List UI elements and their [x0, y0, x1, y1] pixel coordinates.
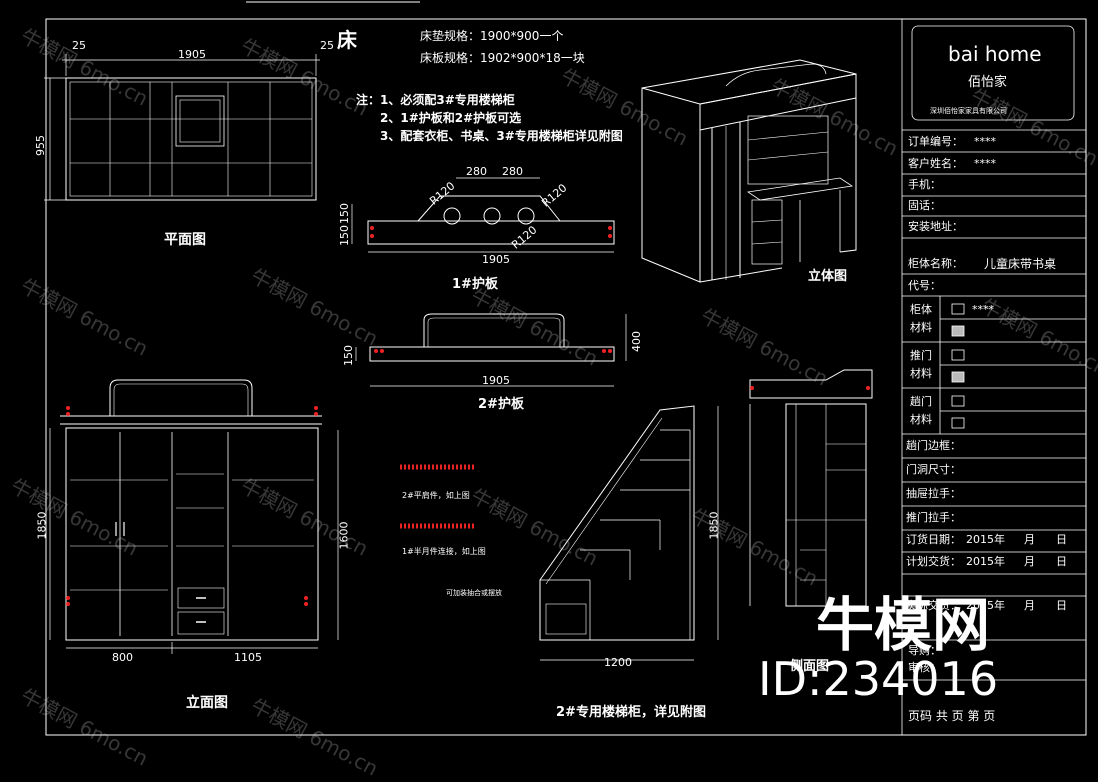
plan-title: 平面图 — [164, 232, 206, 248]
tb-date-month-0: 月 — [1024, 533, 1035, 546]
tb-value-5: 儿童床带书桌 — [984, 257, 1057, 271]
tb-row2-3: 推门拉手： — [906, 511, 961, 524]
title-block — [901, 18, 1087, 736]
tb-value-1: **** — [974, 157, 996, 170]
bed-note-3: 3、配套衣柜、书桌、3#专用楼梯柜详见附图 — [380, 129, 623, 143]
plan-dim-left: 25 — [72, 39, 86, 52]
guard2-title: 2#护板 — [478, 397, 524, 412]
iso-view — [641, 59, 857, 283]
elevation-dim-height: 1850 — [35, 511, 49, 540]
guide-label: 导购： — [908, 644, 941, 657]
stairs-title: 2#专用楼梯柜，详见附图 — [556, 705, 706, 720]
bed-mattress-spec: 床垫规格：1900*900一个 — [420, 29, 564, 43]
tb-date-day-0: 日 — [1056, 533, 1067, 546]
stairs-dim-height: 1850 — [707, 511, 721, 540]
tb-date-year-0: 2015年 — [966, 533, 1005, 546]
plan-view — [44, 54, 320, 201]
tb-date-month-1: 月 — [1024, 555, 1035, 568]
guard1-dim-len: 1905 — [482, 253, 510, 266]
elevation-dim-left: 800 — [112, 651, 133, 664]
brand-name: 佰怡家 — [968, 75, 1008, 90]
tb-material-label1-1: 推门 — [910, 349, 932, 362]
tb-row2-0: 趟门边框： — [906, 439, 961, 452]
elevation-dim-inner: 1600 — [337, 521, 351, 550]
tb-label-3: 固话： — [908, 199, 941, 212]
hardware-note-2: 1#半月件连接，如上图 — [402, 547, 486, 556]
tb-date-label-0: 订货日期： — [906, 533, 961, 546]
tb-date-label-1: 计划交货： — [906, 555, 961, 568]
guard2-dim-len: 1905 — [482, 374, 510, 387]
elevation-dim-right: 1105 — [234, 651, 262, 664]
tb-material-label2-1: 材料 — [910, 367, 932, 380]
plan-dim-width: 1905 — [178, 48, 206, 61]
tb-label-0: 订单编号： — [908, 135, 963, 148]
tb-date-day-2: 日 — [1056, 599, 1067, 612]
guard1-view — [351, 177, 615, 253]
tb-label-5: 柜体名称： — [908, 257, 963, 270]
page-footer: 页码 共 页 第 页 — [908, 709, 996, 723]
guard1-dim-h1: 150 — [338, 203, 351, 224]
company-name: 深圳佰怡家家具有限公司 — [930, 107, 1007, 115]
tb-label-4: 安装地址： — [908, 220, 963, 233]
guard1-dim-h2: 150 — [338, 225, 351, 246]
hardware-parts — [400, 464, 476, 529]
stairs-view — [539, 405, 719, 661]
bed-note-1: 注：1、必须配3#专用楼梯柜 — [356, 93, 515, 107]
elevation-view — [49, 379, 339, 654]
tb-material-label2-0: 材料 — [910, 321, 932, 334]
tb-value-0: **** — [974, 135, 996, 148]
side-title: 侧面图 — [790, 659, 830, 674]
plan-dim-right: 25 — [320, 39, 334, 52]
guard1-dim-2: 280 — [502, 165, 523, 178]
guard2-dim-total: 400 — [630, 331, 643, 352]
bed-title: 床 — [337, 28, 357, 52]
tb-material-val-0: **** — [972, 303, 994, 316]
guard1-markers — [370, 226, 612, 238]
tb-date-day-1: 日 — [1056, 555, 1067, 568]
tb-material-label1-2: 趟门 — [910, 395, 932, 408]
side-view — [749, 369, 873, 607]
plan-dim-depth: 955 — [34, 135, 47, 156]
cad-drawing — [44, 1, 1087, 736]
tb-row2-1: 门洞尺寸： — [906, 463, 961, 476]
tb-material-label2-2: 材料 — [910, 413, 932, 426]
tb-label-2: 手机： — [908, 178, 941, 191]
guard2-dim-h: 150 — [342, 345, 355, 366]
iso-title: 立体图 — [808, 269, 848, 284]
stairs-note: 可加装抽合或摆放 — [446, 589, 502, 597]
bed-board-spec: 床板规格：1902*900*18一块 — [420, 51, 585, 65]
hardware-note-1: 2#平肩件，如上图 — [402, 491, 470, 500]
elevation-title: 立面图 — [186, 695, 228, 711]
bed-note-2: 2、1#护板和2#护板可选 — [380, 111, 522, 125]
stairs-dim-width: 1200 — [604, 656, 632, 669]
tb-date-year-1: 2015年 — [966, 555, 1005, 568]
tb-date-year-2: 2015年 — [966, 599, 1005, 612]
tb-label-6: 代号： — [908, 279, 941, 292]
tb-material-label1-0: 柜体 — [910, 303, 932, 316]
tb-date-label-2: 实际交货： — [906, 599, 961, 612]
watermark-id: ID:234016 — [758, 652, 999, 706]
tb-row2-2: 抽屉拉手： — [906, 487, 961, 500]
guard1-title: 1#护板 — [452, 277, 498, 292]
guard1-dim-1: 280 — [466, 165, 487, 178]
guard2-view — [355, 313, 627, 387]
tb-date-month-2: 月 — [1024, 599, 1035, 612]
tb-label-1: 客户姓名： — [908, 157, 963, 170]
review-label: 审核： — [908, 661, 941, 674]
brand-logo: bai home — [948, 42, 1042, 66]
watermark-big: 牛模网 — [816, 591, 991, 659]
